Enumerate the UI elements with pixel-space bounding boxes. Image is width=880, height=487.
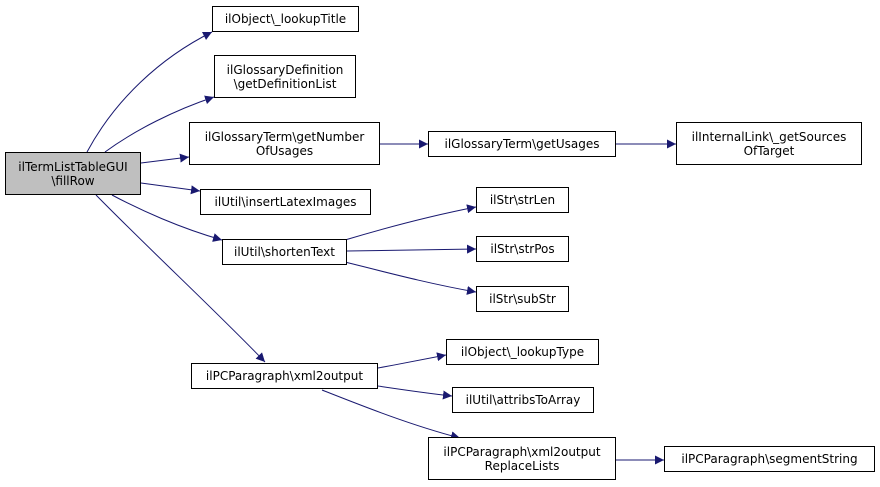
node-insertLatexImages[interactable]: ilUtil\insertLatexImages bbox=[200, 189, 371, 215]
node-getSourcesOfTarget[interactable]: ilInternalLink\_getSources OfTarget bbox=[676, 122, 862, 165]
node-getUsages[interactable]: ilGlossaryTerm\getUsages bbox=[428, 131, 616, 157]
node-shortenText[interactable]: ilUtil\shortenText bbox=[222, 239, 347, 265]
edge-shortenText-strLen bbox=[344, 204, 477, 241]
edge-xml2output-xml2outputReplaceLists bbox=[321, 389, 461, 441]
edge-fillRow-getDefinitionList bbox=[104, 95, 215, 153]
edge-fillRow-getNumberOfUsages bbox=[140, 153, 190, 164]
node-getNumberOfUsages[interactable]: ilGlossaryTerm\getNumber OfUsages bbox=[189, 122, 380, 165]
node-attribsToArray[interactable]: ilUtil\attribsToArray bbox=[452, 387, 594, 413]
node-segmentString[interactable]: ilPCParagraph\segmentString bbox=[664, 446, 875, 472]
node-lookupType[interactable]: ilObject\_lookupType bbox=[446, 339, 599, 365]
edge-xml2output-lookupType bbox=[377, 352, 447, 369]
node-subStr[interactable]: ilStr\subStr bbox=[476, 286, 569, 312]
edge-fillRow-shortenText bbox=[111, 194, 223, 242]
node-xml2outputReplaceLists[interactable]: ilPCParagraph\xml2output ReplaceLists bbox=[428, 437, 616, 480]
edge-fillRow-xml2output bbox=[95, 194, 266, 363]
edge-shortenText-strPos bbox=[346, 244, 477, 254]
node-fillRow: ilTermListTableGUI \fillRow bbox=[5, 152, 141, 195]
edge-xml2output-attribsToArray bbox=[377, 385, 453, 400]
node-lookupTitle[interactable]: ilObject\_lookupTitle bbox=[212, 6, 359, 32]
edge-fillRow-insertLatexImages bbox=[140, 182, 201, 195]
edge-shortenText-subStr bbox=[344, 261, 477, 295]
node-strPos[interactable]: ilStr\strPos bbox=[476, 236, 569, 262]
node-strLen[interactable]: ilStr\strLen bbox=[476, 187, 569, 213]
node-xml2output[interactable]: ilPCParagraph\xml2output bbox=[191, 363, 378, 389]
node-getDefinitionList[interactable]: ilGlossaryDefinition \getDefinitionList bbox=[214, 55, 356, 98]
edge-fillRow-lookupTitle bbox=[86, 31, 213, 153]
